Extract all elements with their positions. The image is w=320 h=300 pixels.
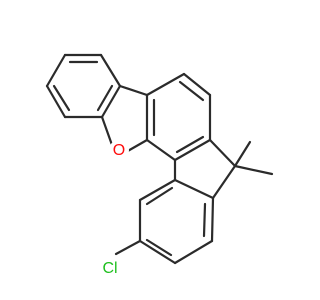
oxygen-label: O	[113, 142, 125, 159]
bond	[114, 239, 142, 256]
bond	[173, 239, 214, 265]
bond	[99, 53, 122, 88]
bond	[145, 138, 177, 162]
molecule-diagram: O Cl	[45, 53, 274, 278]
bond	[118, 84, 149, 97]
atom-label-chlorine: Cl	[99, 258, 121, 278]
bond	[100, 115, 114, 147]
bond	[175, 135, 205, 154]
bond	[124, 138, 149, 154]
bond	[45, 84, 67, 119]
bond	[178, 80, 205, 102]
bond	[52, 84, 71, 112]
atom-label-oxygen: O	[109, 140, 129, 160]
bond	[138, 178, 177, 202]
bond	[145, 238, 173, 257]
bonds	[45, 53, 274, 265]
bond	[211, 164, 237, 200]
bond	[45, 53, 67, 88]
bond	[202, 202, 207, 238]
bond	[138, 239, 177, 265]
chlorine-label: Cl	[102, 260, 117, 277]
bond	[208, 138, 237, 168]
bond	[145, 186, 174, 206]
bond	[96, 84, 114, 112]
bond	[145, 72, 186, 97]
methyl-bond	[233, 164, 274, 176]
bond	[173, 178, 215, 200]
bond	[173, 138, 212, 162]
bond	[182, 72, 212, 97]
bond	[210, 196, 215, 243]
bond	[100, 84, 122, 119]
structure-canvas: O Cl	[45, 53, 274, 278]
methyl-bond	[233, 140, 252, 168]
